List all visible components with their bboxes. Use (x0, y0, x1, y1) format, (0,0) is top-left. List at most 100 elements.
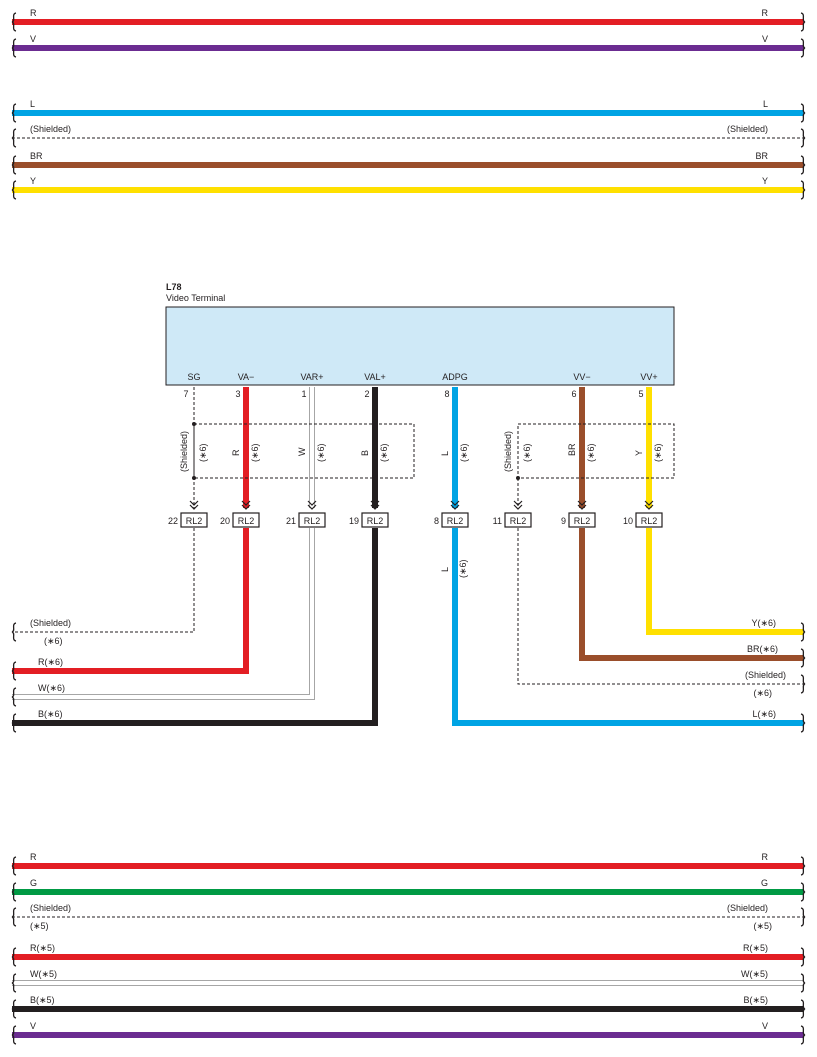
lower-white-wire-edge (12, 528, 315, 700)
pin-wire-label-2: R (231, 449, 241, 456)
top1-left-bracket-1 (11, 12, 17, 32)
lower-shield-left-note: (∗6) (44, 636, 63, 646)
lower-brown-bracket (800, 648, 806, 668)
pin-wire-label-3: W (297, 447, 307, 456)
connector-chevron-6 (577, 500, 587, 510)
top2-left-bracket-1 (11, 103, 17, 123)
shield-box-right (517, 423, 675, 479)
connector-chevron-3 (307, 500, 317, 510)
pin-name-1: SG (187, 372, 200, 382)
bottom-note-left-3: (∗5) (30, 921, 49, 931)
bottom-right-bracket-1 (800, 856, 806, 876)
bottom-label-left-5: W(∗5) (30, 969, 57, 979)
connector-pin-2: 20 (220, 516, 230, 526)
bottom-right-bracket-2 (800, 882, 806, 902)
connector-pin-shield-right: 11 (493, 516, 502, 526)
pin-wire-note-3: (∗6) (316, 443, 326, 462)
lower-yellow-bracket (800, 622, 806, 642)
lower-blue-wire (452, 528, 804, 726)
top1-label-left-1: R (30, 8, 37, 18)
bottom-left-bracket-7 (11, 1025, 17, 1045)
lower-shield-left-bracket (11, 622, 17, 642)
pin-wire-note-7: (∗6) (653, 443, 663, 462)
shield-dot-left-bottom (192, 476, 196, 480)
connector-pin-3: 21 (286, 516, 296, 526)
bottom-label-left-7: V (30, 1021, 36, 1031)
lower-red-wire (12, 528, 249, 674)
lower-black-bracket (11, 713, 17, 733)
shield-right-note: (∗6) (522, 443, 532, 462)
connector-box-7 (635, 512, 663, 528)
lower-shield-left-label: (Shielded) (30, 618, 71, 628)
top2-right-bracket-4 (800, 180, 806, 200)
connector-box-2 (232, 512, 260, 528)
lower-white-label: W(∗6) (38, 683, 65, 693)
bottom-note-right-3: (∗5) (753, 921, 772, 931)
bottom-left-bracket-1 (11, 856, 17, 876)
top2-right-bracket-2 (800, 128, 806, 148)
top2-label-left-3: BR (30, 151, 43, 161)
pin-wire-note-6: (∗6) (586, 443, 596, 462)
connector-box-3 (298, 512, 326, 528)
bottom-right-bracket-3 (800, 907, 806, 927)
lower-yellow-label: Y(∗6) (751, 618, 776, 628)
bottom-left-bracket-6 (11, 999, 17, 1019)
bottom-label-right-2: G (761, 878, 768, 888)
top1-label-right-2: V (762, 34, 768, 44)
pin-wire-label-4: B (360, 450, 370, 456)
connector-name-5: RL2 (447, 516, 464, 526)
pin-number-5: 8 (444, 389, 449, 399)
top2-left-bracket-3 (11, 155, 17, 175)
lower-brown-label: BR(∗6) (747, 644, 778, 654)
lower-blue-bracket (800, 713, 806, 733)
bottom-right-bracket-6 (800, 999, 806, 1019)
lower-white-wire (12, 528, 310, 695)
pin-number-4: 2 (364, 389, 369, 399)
top2-left-bracket-2 (11, 128, 17, 148)
lower-shield-right-label: (Shielded) (745, 670, 786, 680)
lower-red-bracket (11, 661, 17, 681)
connector-box-6 (568, 512, 596, 528)
lower-black-label: B(∗6) (38, 709, 63, 719)
pin-wire-note-5: (∗6) (459, 443, 469, 462)
top2-left-bracket-4 (11, 180, 17, 200)
bottom-label-right-6: B(∗5) (743, 995, 768, 1005)
connector-chevron-shield-right (513, 500, 523, 510)
connector-chevron-5 (450, 500, 460, 510)
pin-number-7: 5 (638, 389, 643, 399)
top2-label-right-2: (Shielded) (727, 124, 768, 134)
lower-brown-wire (579, 528, 804, 661)
lower-blue-wire-note: (∗6) (458, 559, 468, 578)
bottom-left-bracket-3 (11, 907, 17, 927)
pin-name-4: VAL+ (364, 372, 386, 382)
pin-wire-note-4: (∗6) (379, 443, 389, 462)
connector-name-2: RL2 (238, 516, 255, 526)
lower-blue-wire-label: L (440, 567, 450, 572)
bottom-right-bracket-5 (800, 973, 806, 993)
lower-shield-left-wire (12, 528, 195, 633)
bottom-label-left-3: (Shielded) (30, 903, 71, 913)
lower-red-label: R(∗6) (38, 657, 63, 667)
pin-wire-note-1: (∗6) (198, 443, 208, 462)
bottom-left-bracket-5 (11, 973, 17, 993)
pin-name-2: VA− (238, 372, 255, 382)
bottom-right-bracket-4 (800, 947, 806, 967)
pin-name-7: VV+ (640, 372, 657, 382)
connector-box-shield-right (504, 512, 532, 528)
bottom-label-left-1: R (30, 852, 37, 862)
pin-wire-label-7: Y (634, 450, 644, 456)
top2-right-bracket-3 (800, 155, 806, 175)
pin-number-2: 3 (235, 389, 240, 399)
bottom-label-right-1: R (762, 852, 769, 862)
pin-wire-note-2: (∗6) (250, 443, 260, 462)
pin-wire-label-6: BR (567, 443, 577, 456)
bottom-label-right-5: W(∗5) (741, 969, 768, 979)
connector-chevron-2 (241, 500, 251, 510)
connector-pin-7: 10 (623, 516, 633, 526)
connector-pin-1: 22 (168, 516, 178, 526)
lower-yellow-wire (646, 528, 804, 635)
pin-wire-label-5: L (440, 451, 450, 456)
connector-box-1 (180, 512, 208, 528)
connector-name-1: RL2 (186, 516, 203, 526)
